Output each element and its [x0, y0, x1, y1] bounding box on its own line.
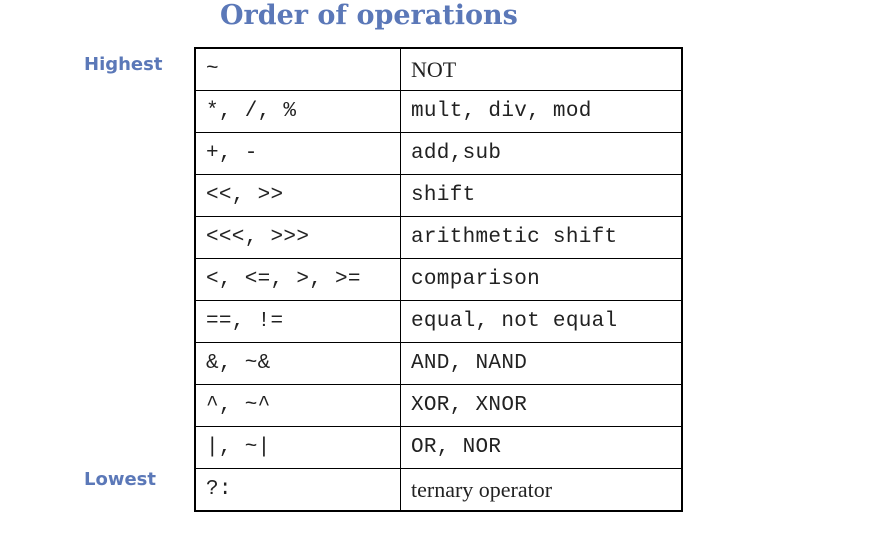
table-row: *, /, % mult, div, mod [194, 90, 683, 133]
precedence-table: ~ NOT *, /, % mult, div, mod +, - add,su… [194, 47, 683, 512]
description-cell: AND, NAND [400, 342, 683, 385]
operator-cell: |, ~| [194, 426, 401, 469]
description-cell: OR, NOR [400, 426, 683, 469]
description-cell: equal, not equal [400, 300, 683, 343]
description-cell: shift [400, 174, 683, 217]
table-row: <<, >> shift [194, 174, 683, 217]
highest-label: Highest [84, 54, 163, 75]
operator-cell: *, /, % [194, 90, 401, 133]
table-row: &, ~& AND, NAND [194, 342, 683, 385]
table-row: ?: ternary operator [194, 468, 683, 512]
description-cell: ternary operator [400, 468, 683, 512]
table-row: +, - add,sub [194, 132, 683, 175]
operator-cell: ?: [194, 468, 401, 512]
operator-cell: &, ~& [194, 342, 401, 385]
operator-cell: ^, ~^ [194, 384, 401, 427]
description-cell: NOT [400, 47, 683, 91]
description-cell: mult, div, mod [400, 90, 683, 133]
operator-cell: +, - [194, 132, 401, 175]
operator-cell: <, <=, >, >= [194, 258, 401, 301]
operator-cell: <<<, >>> [194, 216, 401, 259]
table-row: ~ NOT [194, 47, 683, 91]
description-cell: add,sub [400, 132, 683, 175]
operator-cell: <<, >> [194, 174, 401, 217]
table-row: <, <=, >, >= comparison [194, 258, 683, 301]
operator-cell: ==, != [194, 300, 401, 343]
description-cell: arithmetic shift [400, 216, 683, 259]
lowest-label: Lowest [84, 469, 156, 490]
page-title: Order of operations [220, 0, 518, 31]
table-row: ==, != equal, not equal [194, 300, 683, 343]
table-row: |, ~| OR, NOR [194, 426, 683, 469]
description-cell: XOR, XNOR [400, 384, 683, 427]
description-cell: comparison [400, 258, 683, 301]
operator-cell: ~ [194, 47, 401, 91]
table-row: ^, ~^ XOR, XNOR [194, 384, 683, 427]
table-row: <<<, >>> arithmetic shift [194, 216, 683, 259]
